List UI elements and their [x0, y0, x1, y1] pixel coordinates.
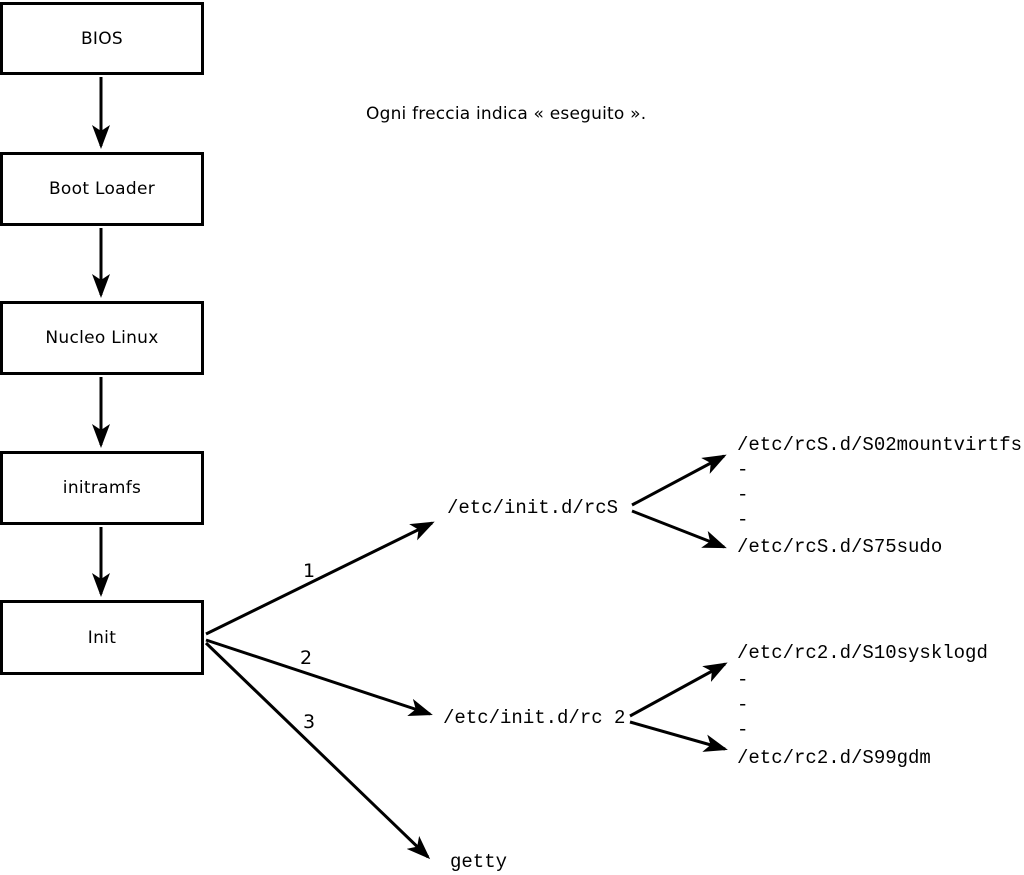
arrow-rcs-to-s75 [631, 509, 727, 549]
rc2-script-last: /etc/rc2.d/S99gdm [737, 747, 931, 769]
rcs-script-last: /etc/rcS.d/S75sudo [737, 536, 943, 558]
arrow-rcs-to-s02 [631, 454, 727, 507]
rcs-script-ellipsis: - [737, 459, 749, 481]
box-bios: BIOS [0, 2, 204, 75]
rc2-script-ellipsis: - [737, 669, 749, 691]
rcs-script-ellipsis: - [737, 484, 749, 506]
branch-number-1: 1 [303, 560, 316, 582]
rc2-script-ellipsis: - [737, 719, 749, 741]
branch-number-2: 2 [300, 647, 313, 669]
box-init: Init [0, 600, 204, 675]
arrow-init-to-rc2 [205, 638, 433, 716]
arrow-rc2-to-s99 [629, 720, 728, 752]
branch-number-3: 3 [303, 711, 316, 733]
target-init-d-rcs: /etc/init.d/rcS [447, 497, 619, 519]
arrow-init-to-getty [204, 641, 431, 860]
rc2-script-ellipsis: - [737, 694, 749, 716]
box-init-label: Init [87, 627, 117, 648]
box-linux-kernel-label: Nucleo Linux [45, 328, 159, 348]
box-boot-loader: Boot Loader [0, 152, 204, 226]
box-bios-label: BIOS [80, 28, 124, 49]
rc2-script-first: /etc/rc2.d/S10sysklogd [737, 642, 988, 664]
target-init-d-rc2: /etc/init.d/rc 2 [443, 707, 626, 729]
rcs-script-first: /etc/rcS.d/S02mountvirtfs [737, 434, 1023, 456]
diagram-caption: Ogni freccia indica « eseguito ». [366, 104, 647, 124]
box-initramfs-label: initramfs [62, 478, 142, 498]
box-boot-loader-label: Boot Loader [48, 179, 156, 199]
target-getty: getty [450, 851, 508, 873]
arrow-init-to-rcs [205, 521, 435, 636]
rcs-script-ellipsis: - [737, 509, 749, 531]
box-linux-kernel: Nucleo Linux [0, 301, 204, 375]
arrow-rc2-to-s10 [629, 662, 728, 718]
box-initramfs: initramfs [0, 451, 204, 525]
